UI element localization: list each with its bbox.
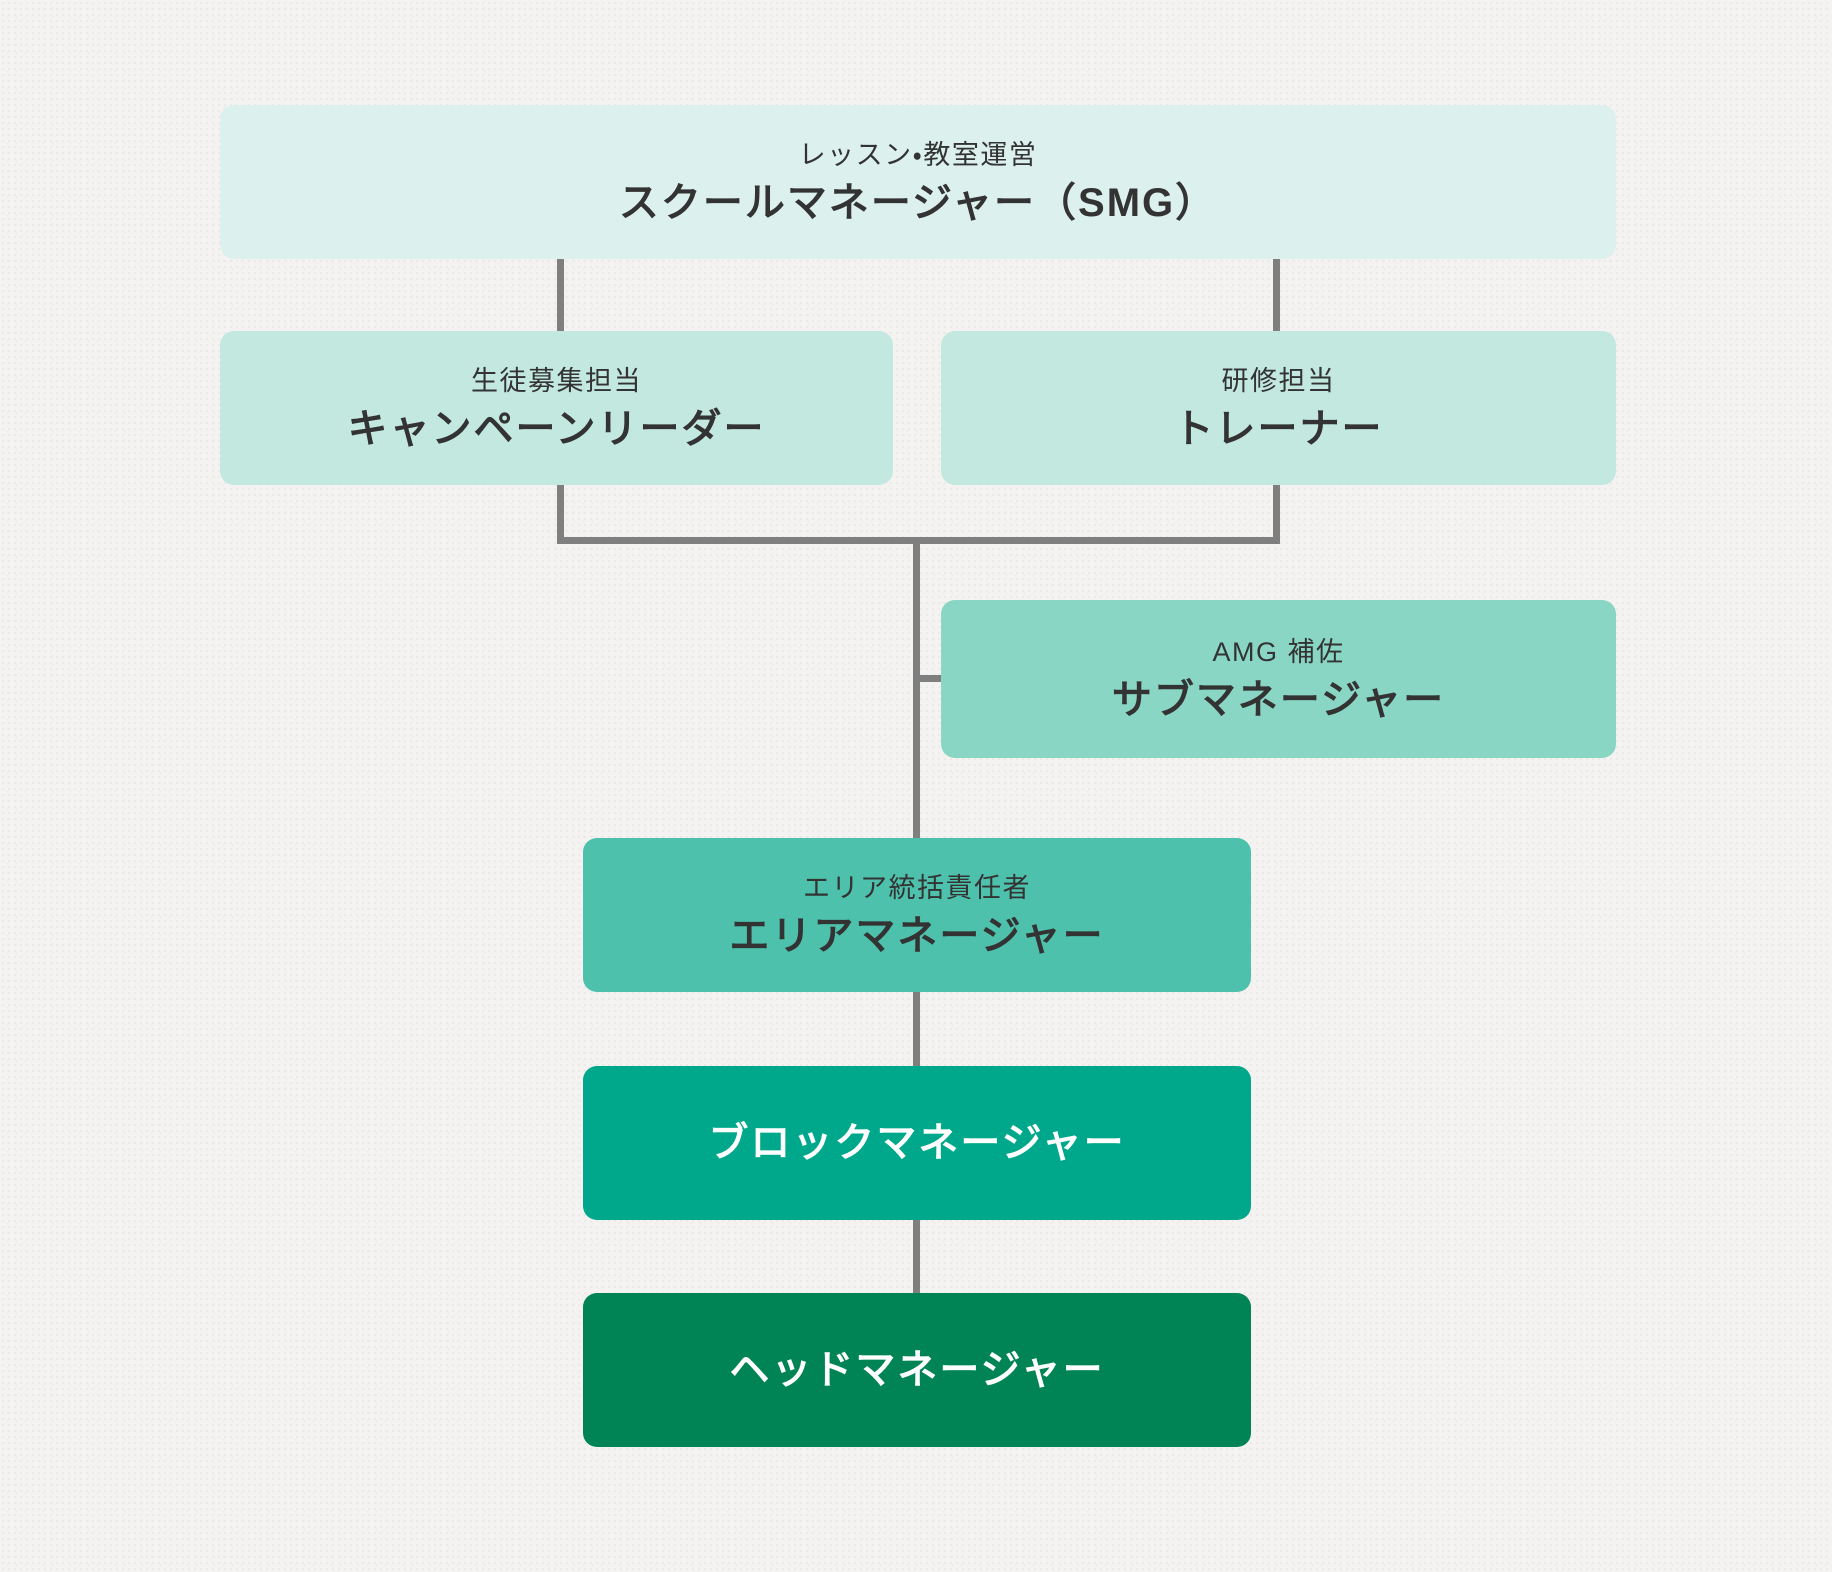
connector-sub-manager-stub bbox=[913, 675, 941, 682]
node-trainer: 研修担当 トレーナー bbox=[941, 331, 1616, 485]
node-sub-manager: AMG 補佐 サブマネージャー bbox=[941, 600, 1616, 758]
node-campaign-leader: 生徒募集担当 キャンペーンリーダー bbox=[220, 331, 893, 485]
title-label: サブマネージャー bbox=[1111, 677, 1446, 722]
connector-campaign-down bbox=[557, 485, 564, 544]
connector-center-drop bbox=[913, 537, 920, 838]
role-label: AMG 補佐 bbox=[1212, 636, 1345, 667]
title-label: ブロックマネージャー bbox=[708, 1121, 1126, 1165]
role-label: 研修担当 bbox=[1221, 365, 1336, 396]
connector-block-to-head bbox=[913, 1220, 920, 1293]
node-head-manager: ヘッドマネージャー bbox=[583, 1293, 1251, 1447]
connector-top-to-campaign bbox=[557, 259, 564, 331]
node-area-manager: エリア統括責任者 エリアマネージャー bbox=[583, 838, 1251, 992]
title-label: キャンペーンリーダー bbox=[347, 406, 766, 451]
connector-trainer-down bbox=[1273, 485, 1280, 544]
node-school-manager: レッスン・教室運営 スクールマネージャー（SMG） bbox=[220, 105, 1616, 259]
title-label: ヘッドマネージャー bbox=[729, 1348, 1105, 1392]
title-label: トレーナー bbox=[1173, 406, 1384, 451]
connector-top-to-trainer bbox=[1273, 259, 1280, 331]
role-label: レッスン・教室運営 bbox=[798, 139, 1038, 170]
title-label: スクールマネージャー（SMG） bbox=[618, 180, 1218, 225]
node-block-manager: ブロックマネージャー bbox=[583, 1066, 1251, 1220]
connector-area-to-block bbox=[913, 992, 920, 1066]
role-label: 生徒募集担当 bbox=[471, 365, 642, 396]
title-label: エリアマネージャー bbox=[729, 913, 1105, 958]
role-label: エリア統括責任者 bbox=[803, 872, 1031, 903]
